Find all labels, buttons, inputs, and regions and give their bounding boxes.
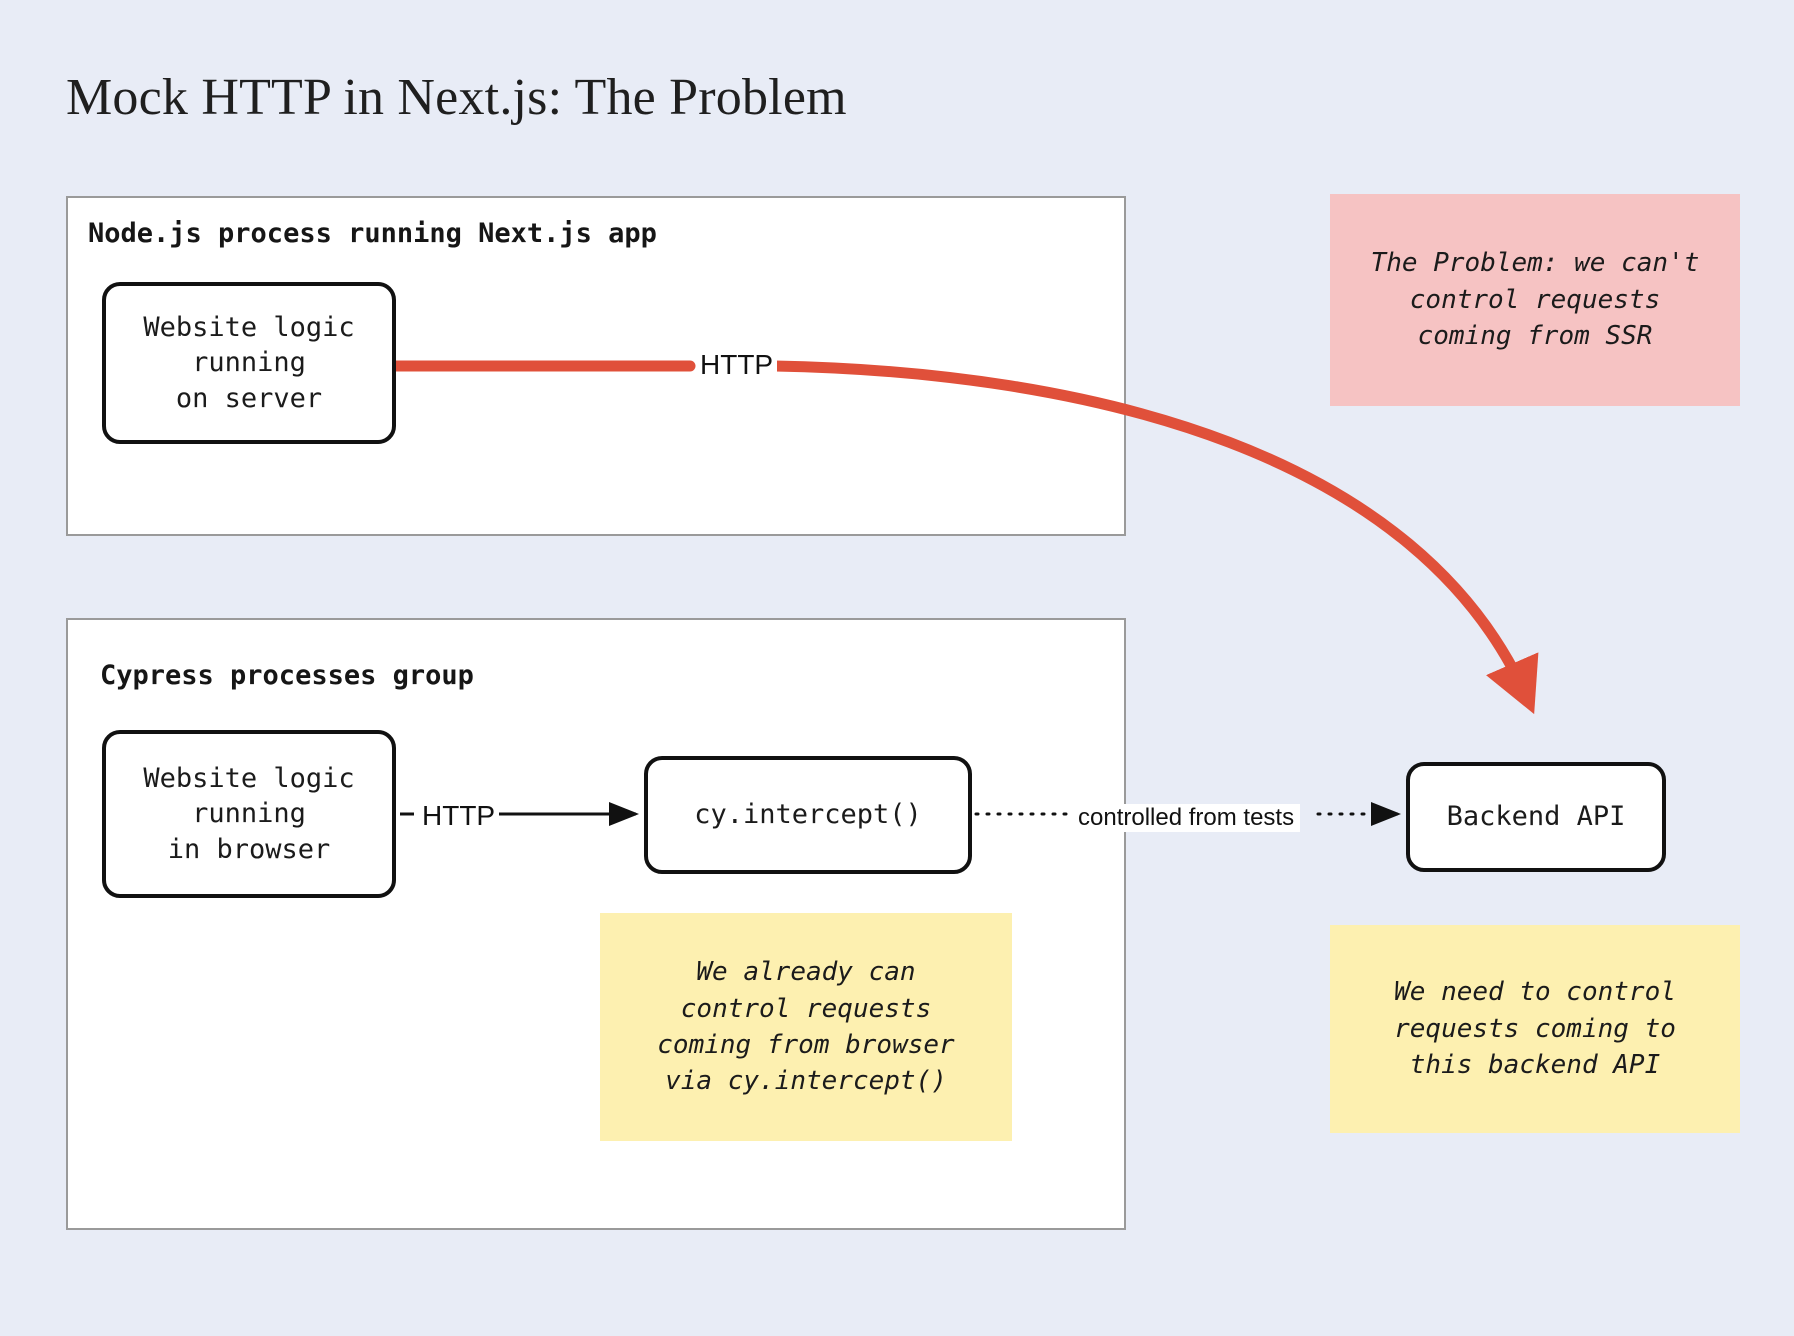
note-backend-control: We need to control requests coming to th… — [1330, 925, 1740, 1133]
node-website-logic-server[interactable]: Website logic running on server — [102, 282, 396, 444]
node-cy-intercept[interactable]: cy.intercept() — [644, 756, 972, 874]
edge-label-http-ssr: HTTP — [696, 349, 778, 381]
note-the-problem: The Problem: we can't control requests c… — [1330, 194, 1740, 406]
edge-label-controlled-from-tests: controlled from tests — [1072, 804, 1301, 832]
node-website-logic-browser[interactable]: Website logic running in browser — [102, 730, 396, 898]
note-browser-control: We already can control requests coming f… — [600, 913, 1012, 1141]
node-backend-api[interactable]: Backend API — [1406, 762, 1666, 872]
group-cypress-processes-title: Cypress processes group — [100, 660, 474, 691]
group-node-process-title: Node.js process running Next.js app — [88, 218, 657, 249]
edge-label-http-browser: HTTP — [418, 800, 500, 832]
page-title: Mock HTTP in Next.js: The Problem — [66, 69, 847, 126]
